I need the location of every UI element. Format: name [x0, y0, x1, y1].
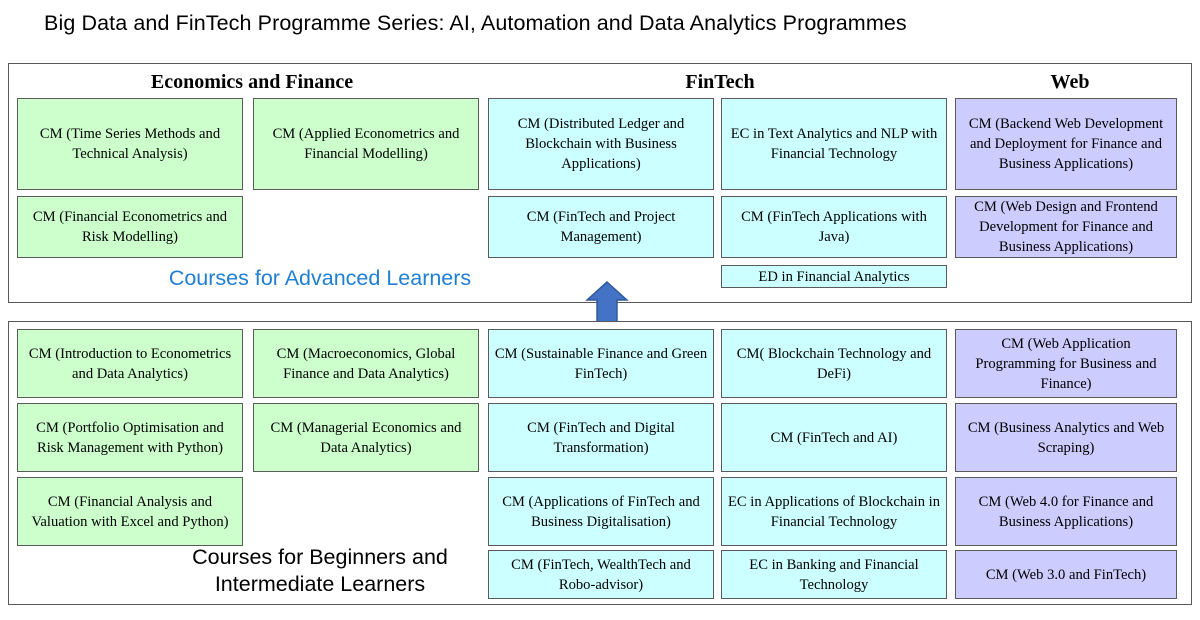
course-card[interactable]: EC in Text Analytics and NLP with Financ… [721, 98, 947, 190]
beginner-intermediate-learners-panel: CM (Introduction to Econometrics and Dat… [8, 321, 1192, 605]
course-card[interactable]: CM (Financial Analysis and Valuation wit… [17, 477, 243, 546]
course-card[interactable]: CM (Time Series Methods and Technical An… [17, 98, 243, 190]
progression-arrow-up-icon [585, 281, 629, 323]
beginner-caption-line-2: Intermediate Learners [214, 572, 426, 596]
column-header-economics-and-finance: Economics and Finance [150, 71, 354, 93]
course-card[interactable]: CM (FinTech and AI) [721, 403, 947, 472]
beginner-intermediate-learners-caption: Courses for Beginners and Intermediate L… [150, 544, 490, 598]
course-card[interactable]: CM (Financial Econometrics and Risk Mode… [17, 196, 243, 258]
advanced-learners-caption: Courses for Advanced Learners [168, 266, 472, 290]
course-card[interactable]: CM (Web 4.0 for Finance and Business App… [955, 477, 1177, 546]
course-card[interactable]: CM (Web Design and Frontend Development … [955, 196, 1177, 258]
page-title: Big Data and FinTech Programme Series: A… [44, 11, 907, 35]
course-card[interactable]: CM (FinTech and Project Management) [488, 196, 714, 258]
course-card[interactable]: CM (FinTech, WealthTech and Robo-advisor… [488, 550, 714, 599]
course-card[interactable]: CM (Applications of FinTech and Business… [488, 477, 714, 546]
course-card[interactable]: CM( Blockchain Technology and DeFi) [721, 329, 947, 398]
course-card[interactable]: ED in Financial Analytics [721, 265, 947, 288]
course-card[interactable]: CM (Macroeconomics, Global Finance and D… [253, 329, 479, 398]
column-header-fintech: FinTech [685, 71, 755, 93]
course-card[interactable]: CM (FinTech Applications with Java) [721, 196, 947, 258]
advanced-learners-panel: Economics and Finance FinTech Web CM (Ti… [8, 63, 1192, 303]
course-card[interactable]: CM (Applied Econometrics and Financial M… [253, 98, 479, 190]
course-card[interactable]: CM (Introduction to Econometrics and Dat… [17, 329, 243, 398]
course-card[interactable]: CM (Distributed Ledger and Blockchain wi… [488, 98, 714, 190]
column-header-web: Web [1050, 71, 1090, 93]
course-card[interactable]: CM (FinTech and Digital Transformation) [488, 403, 714, 472]
course-card[interactable]: CM (Web 3.0 and FinTech) [955, 550, 1177, 599]
course-card[interactable]: EC in Banking and Financial Technology [721, 550, 947, 599]
course-card[interactable]: CM (Portfolio Optimisation and Risk Mana… [17, 403, 243, 472]
course-card[interactable]: CM (Managerial Economics and Data Analyt… [253, 403, 479, 472]
course-card[interactable]: CM (Backend Web Development and Deployme… [955, 98, 1177, 190]
course-card[interactable]: CM (Business Analytics and Web Scraping) [955, 403, 1177, 472]
course-card[interactable]: CM (Web Application Programming for Busi… [955, 329, 1177, 398]
course-card[interactable]: EC in Applications of Blockchain in Fina… [721, 477, 947, 546]
beginner-caption-line-1: Courses for Beginners and [192, 545, 448, 569]
course-card[interactable]: CM (Sustainable Finance and Green FinTec… [488, 329, 714, 398]
